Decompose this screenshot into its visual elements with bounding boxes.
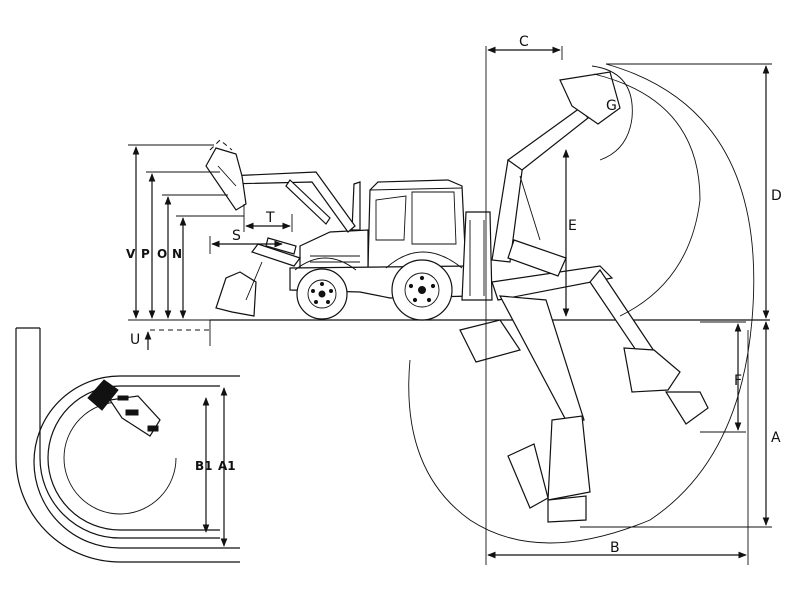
label-A: A bbox=[771, 430, 781, 446]
label-A1: A1 bbox=[218, 459, 236, 473]
label-B1: B1 bbox=[195, 459, 213, 473]
label-G: G bbox=[606, 98, 617, 114]
label-N: N bbox=[172, 247, 182, 261]
label-V: V bbox=[126, 247, 136, 261]
front-loader-lowered bbox=[215, 237, 301, 317]
dimension-lines bbox=[128, 46, 772, 565]
front-wheel bbox=[296, 268, 348, 320]
backhoe-stabilizer bbox=[461, 211, 493, 301]
label-T: T bbox=[265, 210, 275, 226]
backhoe-dig-depth bbox=[459, 295, 591, 523]
turning-radius-diagram bbox=[15, 327, 240, 563]
label-P: P bbox=[141, 247, 150, 261]
backhoe-raised bbox=[491, 71, 621, 263]
bucket-arc-g bbox=[591, 65, 633, 161]
machine-top-view bbox=[87, 379, 161, 437]
label-B: B bbox=[610, 540, 620, 556]
reach-arc-outer bbox=[408, 63, 755, 544]
label-U: U bbox=[130, 332, 140, 348]
label-E: E bbox=[568, 218, 577, 234]
front-loader-raised bbox=[205, 139, 356, 233]
label-F: F bbox=[734, 373, 742, 389]
label-C: C bbox=[519, 34, 529, 50]
label-D: D bbox=[771, 188, 782, 204]
reach-arc-inner bbox=[593, 73, 701, 317]
rear-wheel bbox=[391, 259, 453, 321]
label-S: S bbox=[232, 228, 241, 244]
backhoe-ground-reach bbox=[491, 239, 709, 425]
label-O: O bbox=[157, 247, 167, 261]
